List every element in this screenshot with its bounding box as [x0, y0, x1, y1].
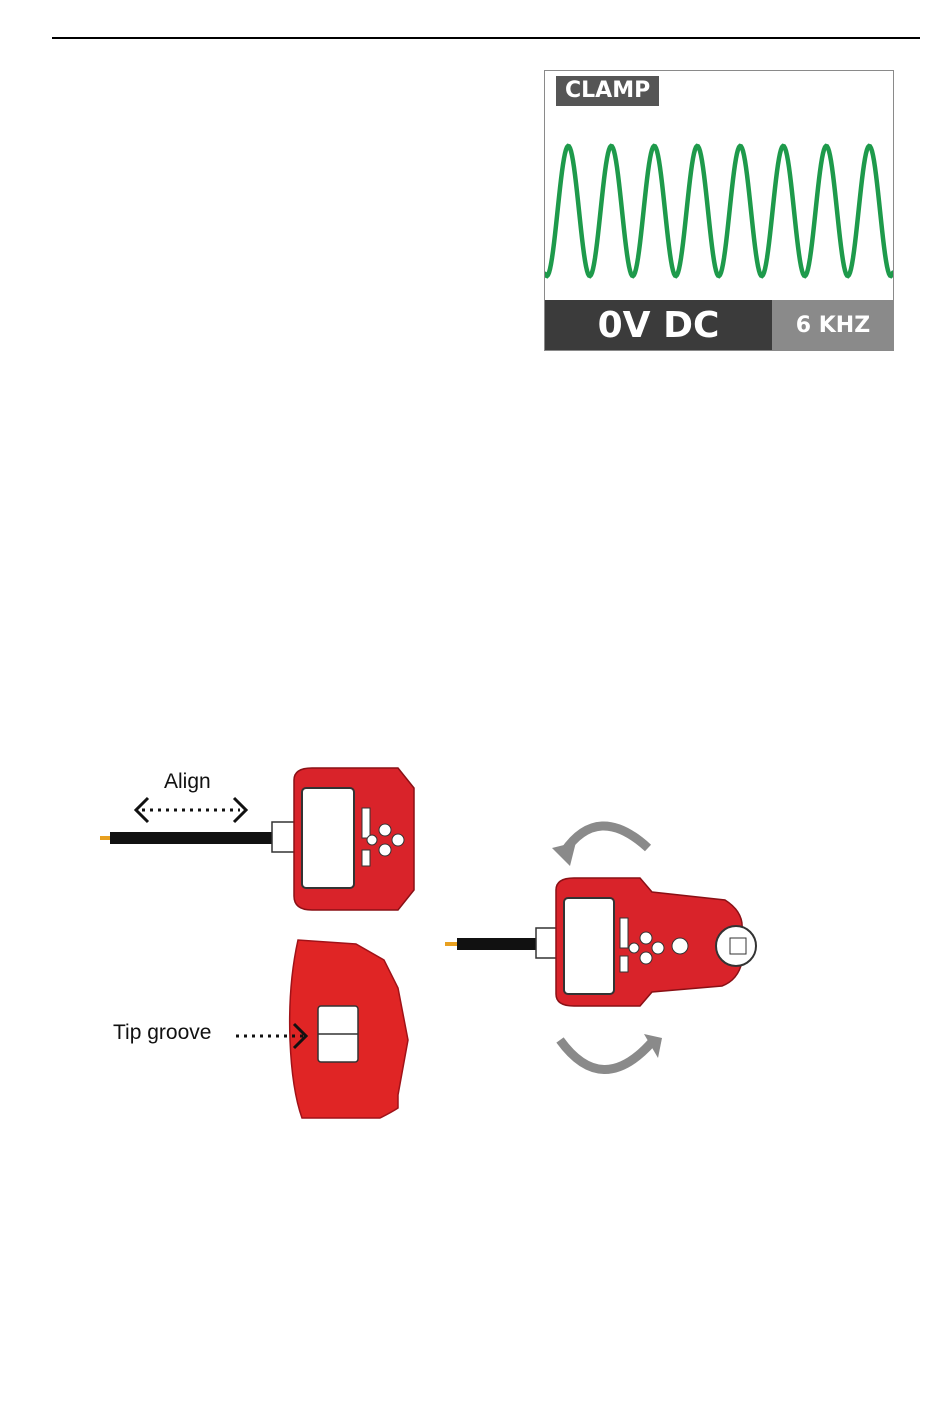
tester-device-right: [536, 878, 756, 1006]
rotate-arrow-top: [552, 826, 648, 866]
tester-device-side: [290, 940, 408, 1118]
tip-groove-label: Tip groove: [113, 1021, 211, 1045]
waveform-line: [545, 146, 893, 276]
frequency-readout: 6 KHZ: [772, 300, 894, 351]
cable-top: [100, 832, 280, 844]
alignment-figure: Align Tip groove: [80, 740, 800, 1140]
align-arrow: [136, 798, 246, 822]
rotate-arrow-bottom: [560, 1034, 662, 1070]
tester-device-top: [272, 768, 414, 910]
cable-right: [445, 938, 539, 950]
sine-waveform: [545, 111, 893, 311]
align-label: Align: [164, 770, 211, 794]
tester-display-screen: CLAMP 0V DC 6 KHZ: [544, 70, 894, 351]
alignment-illustration: [80, 740, 800, 1140]
header-rule: [52, 37, 920, 39]
voltage-readout: 0V DC: [545, 300, 772, 351]
mode-badge: CLAMP: [556, 76, 659, 106]
